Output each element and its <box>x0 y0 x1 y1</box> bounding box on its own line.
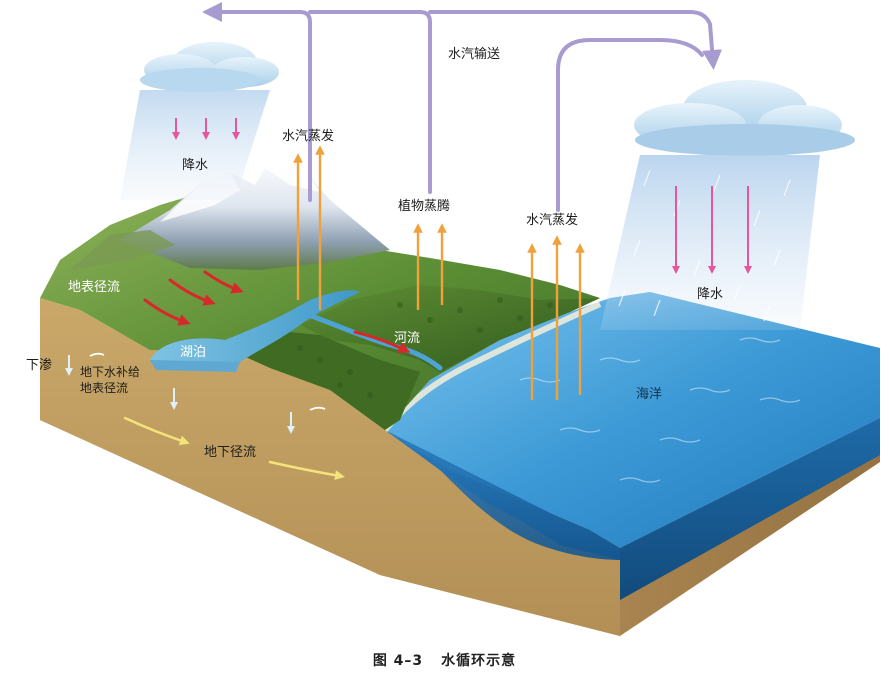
rain-band-right <box>600 155 820 330</box>
evaporation-arrows <box>293 145 585 400</box>
lake-and-river <box>150 290 443 372</box>
groundwater-recharge-arrows <box>89 352 326 411</box>
label-river: 河流 <box>394 331 421 346</box>
label-lake: 湖泊 <box>180 345 207 360</box>
label-groundwater-recharge-line2: 地表径流 <box>80 381 129 395</box>
precipitation-arrows-right <box>672 186 752 274</box>
label-transpiration: 植物蒸腾 <box>398 199 451 214</box>
cloud-right <box>634 80 855 156</box>
figure-caption: 图 4–3 水循环示意 <box>0 650 889 670</box>
rain-band-left <box>120 90 270 200</box>
label-infiltration: 下渗 <box>26 358 53 373</box>
infiltration-arrows <box>65 355 295 434</box>
surface-runoff-arrows <box>143 270 411 353</box>
precipitation-arrows-left <box>172 118 240 140</box>
vapor-transport-arrows <box>202 2 723 212</box>
figure-number: 图 4–3 <box>372 653 424 669</box>
label-surface-runoff: 地表径流 <box>68 280 121 295</box>
label-vapor-transport: 水汽输送 <box>448 47 501 62</box>
label-evaporation-sea: 水汽蒸发 <box>526 213 579 228</box>
ocean-body <box>382 292 880 600</box>
label-groundwater-recharge-line1: 地下水补给 <box>80 365 141 379</box>
label-evaporation-land: 水汽蒸发 <box>282 129 335 144</box>
label-precipitation-left: 降水 <box>182 158 209 173</box>
label-ocean: 海洋 <box>636 387 663 402</box>
figure-title: 水循环示意 <box>441 653 517 669</box>
cloud-left <box>140 42 279 92</box>
groundwater-runoff-arrows <box>123 416 345 481</box>
label-groundwater-runoff: 地下径流 <box>204 445 257 460</box>
label-precipitation-right: 降水 <box>697 287 724 302</box>
